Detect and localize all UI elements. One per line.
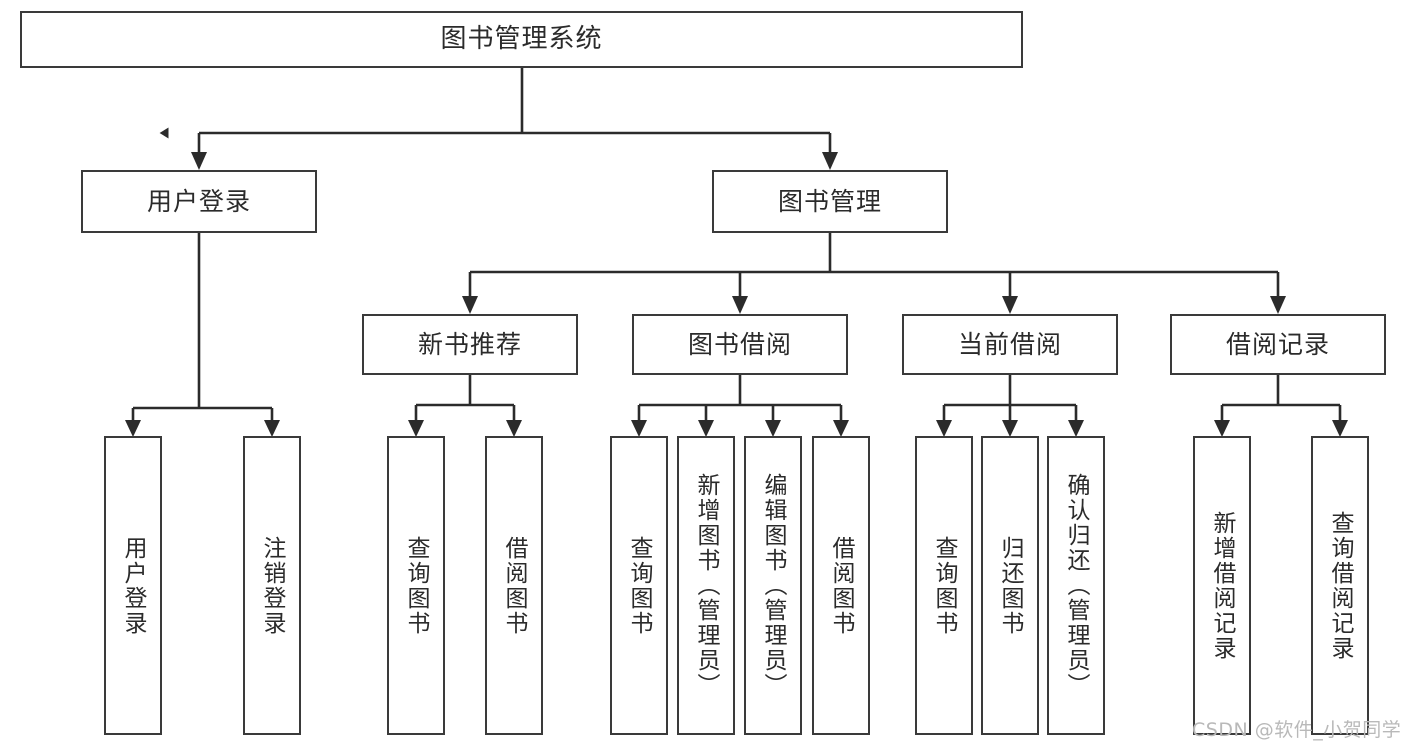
node-root[interactable]: 图书管理系统	[20, 11, 1023, 68]
leaf-logout[interactable]: 注销登录	[243, 436, 301, 735]
node-user-login[interactable]: 用户登录	[81, 170, 317, 233]
leaf-confirm-return-label: 确认归还（管理员）	[1063, 473, 1090, 698]
leaf-query-book-2-label: 查询图书	[626, 535, 653, 636]
leaf-edit-book-label: 编辑图书（管理员）	[760, 473, 787, 698]
node-book-borrow[interactable]: 图书借阅	[632, 314, 848, 375]
leaf-user-login-label: 用户登录	[120, 535, 147, 636]
leaf-borrow-book-1-label: 借阅图书	[501, 535, 528, 636]
leaf-query-record[interactable]: 查询借阅记录	[1311, 436, 1369, 735]
leaf-return-book-label: 归还图书	[997, 535, 1024, 636]
leaf-user-login[interactable]: 用户登录	[104, 436, 162, 735]
node-current-borrow[interactable]: 当前借阅	[902, 314, 1118, 375]
leaf-return-book[interactable]: 归还图书	[981, 436, 1039, 735]
leaf-add-record-label: 新增借阅记录	[1209, 510, 1236, 661]
leaf-edit-book[interactable]: 编辑图书（管理员）	[744, 436, 802, 735]
leaf-add-book[interactable]: 新增图书（管理员）	[677, 436, 735, 735]
leaf-query-book-2[interactable]: 查询图书	[610, 436, 668, 735]
node-borrow-record-label: 借阅记录	[1225, 329, 1330, 359]
leaf-add-record[interactable]: 新增借阅记录	[1193, 436, 1251, 735]
leaf-query-book-1-label: 查询图书	[403, 535, 430, 636]
node-book-borrow-label: 图书借阅	[687, 329, 792, 359]
leaf-query-book-1[interactable]: 查询图书	[387, 436, 445, 735]
leaf-borrow-book-2-label: 借阅图书	[828, 535, 855, 636]
leaf-query-record-label: 查询借阅记录	[1327, 510, 1354, 661]
leaf-confirm-return[interactable]: 确认归还（管理员）	[1047, 436, 1105, 735]
node-book-manage-label: 图书管理	[777, 186, 882, 216]
node-new-book-rec-label: 新书推荐	[417, 329, 522, 359]
node-book-manage[interactable]: 图书管理	[712, 170, 948, 233]
node-current-borrow-label: 当前借阅	[957, 329, 1062, 359]
csdn-watermark: CSDN @软件_小贺同学	[1192, 719, 1402, 741]
leaf-query-book-3[interactable]: 查询图书	[915, 436, 973, 735]
leaf-borrow-book-2[interactable]: 借阅图书	[812, 436, 870, 735]
node-new-book-rec[interactable]: 新书推荐	[362, 314, 578, 375]
node-user-login-label: 用户登录	[146, 186, 251, 216]
leaf-query-book-3-label: 查询图书	[931, 535, 958, 636]
leaf-logout-label: 注销登录	[259, 535, 286, 636]
node-root-label: 图书管理系统	[440, 24, 603, 55]
leaf-borrow-book-1[interactable]: 借阅图书	[485, 436, 543, 735]
node-borrow-record[interactable]: 借阅记录	[1170, 314, 1386, 375]
leaf-add-book-label: 新增图书（管理员）	[693, 473, 720, 698]
